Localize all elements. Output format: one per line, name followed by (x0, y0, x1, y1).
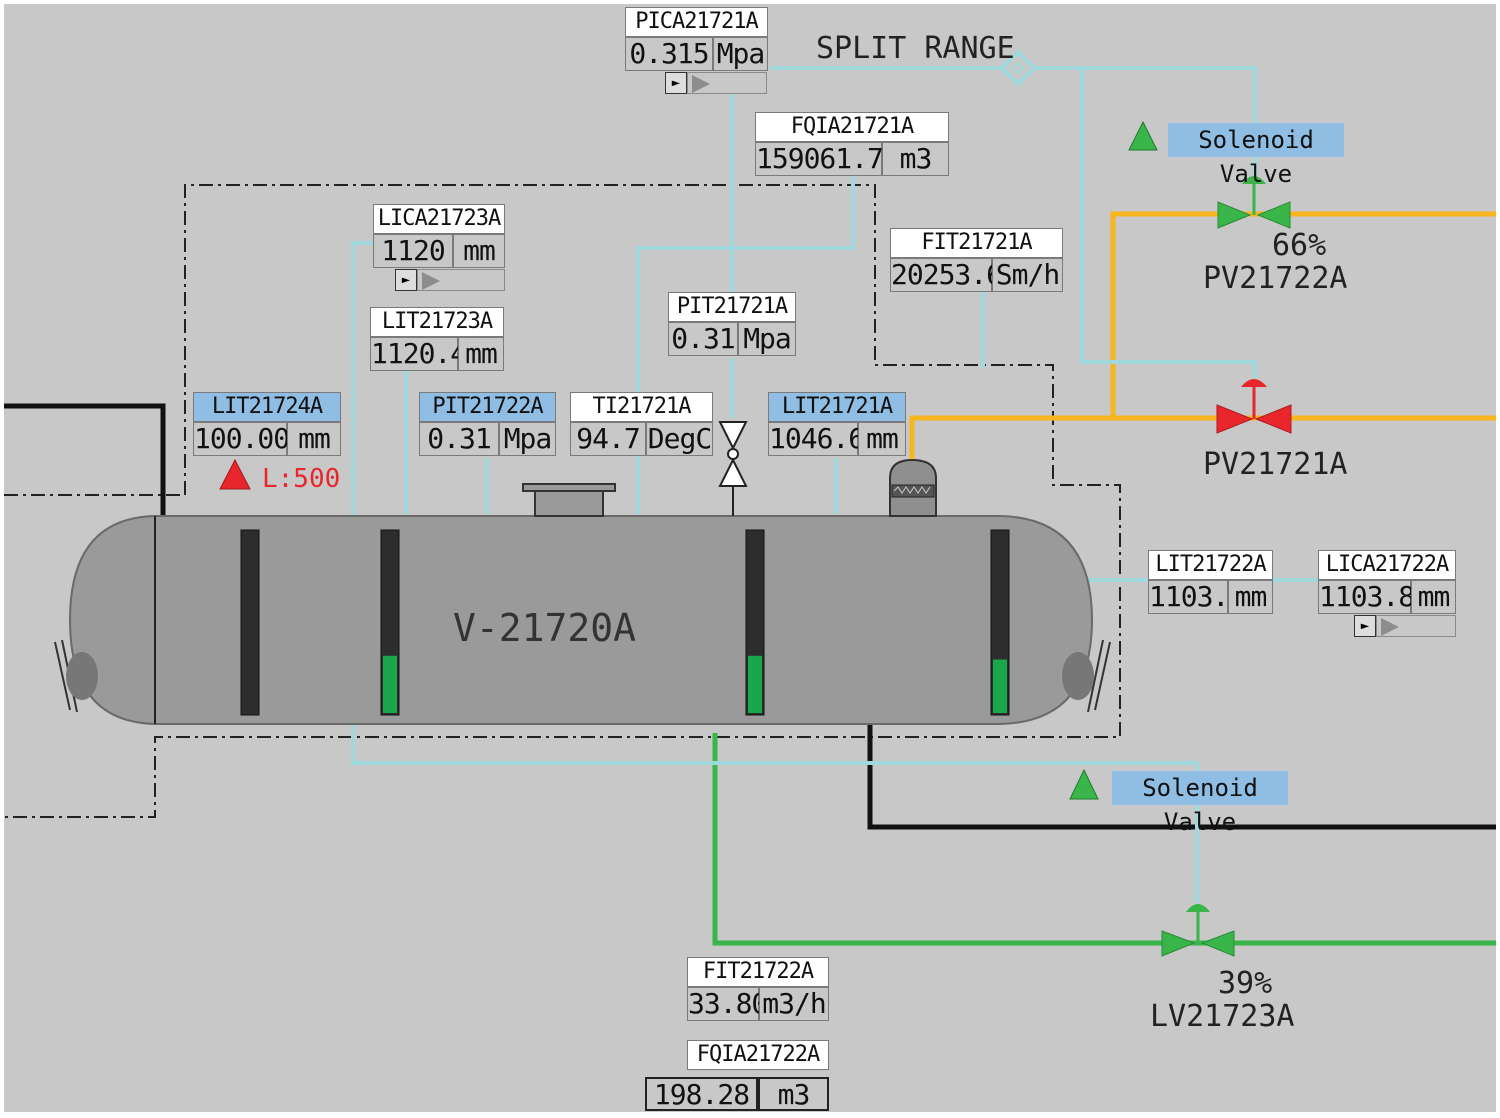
fqia21721a-tag[interactable]: FQIA21721A (755, 112, 949, 142)
level-gauge-fill (993, 659, 1007, 713)
lit21722a-value: 1103.9 (1148, 580, 1245, 614)
pv21721a-label: PV21721A (1203, 447, 1348, 482)
lica21723a-unit: mm (453, 234, 505, 268)
fqia21721a-value: 159061.75 (755, 142, 900, 176)
lica21723a-tag[interactable]: LICA21723A (373, 204, 505, 234)
lica21722a-tag[interactable]: LICA21722A (1318, 550, 1456, 580)
split-range-diamond-icon (999, 49, 1037, 87)
lit21724a-tag[interactable]: LIT21724A (193, 392, 341, 422)
fqia21722a-value: 198.28 (645, 1077, 758, 1111)
lit21722a-unit: mm (1228, 580, 1273, 614)
lit21721a-tag[interactable]: LIT21721A (768, 392, 906, 422)
fit21721a-tag[interactable]: FIT21721A (890, 228, 1063, 258)
warning-triangle-icon (1128, 120, 1158, 151)
pit21722a-value: 0.31 (419, 422, 499, 456)
vessel-label: V-21720A (453, 606, 637, 650)
lit21721a-value: 1046.66 (768, 422, 881, 456)
lit21723a-tag[interactable]: LIT21723A (370, 307, 504, 337)
mode-button[interactable]: ► (1354, 615, 1376, 637)
pica21721a-unit: Mpa (713, 37, 768, 71)
lica21723a-value: 1120 (373, 234, 453, 268)
fit21721a-value: 20253.6 (890, 258, 1003, 292)
lica21722a-unit: mm (1411, 580, 1456, 614)
fit21722a-unit: m3/h (759, 987, 829, 1021)
valve-pv21722a[interactable] (1217, 176, 1291, 229)
level-gauges (240, 529, 1010, 716)
valve-lv21723a[interactable] (1161, 904, 1235, 957)
inlet-pipe[interactable] (4, 403, 166, 518)
gas-line-lower[interactable] (909, 415, 1496, 460)
pit21721a-value: 0.31 (668, 322, 738, 356)
pica21721a-tag[interactable]: PICA21721A (625, 7, 768, 37)
pit21722a-tag[interactable]: PIT21722A (419, 392, 556, 422)
level-gauge-fill (383, 655, 397, 713)
pv21722a-label: PV21722A (1203, 261, 1348, 296)
lit21723a-unit: mm (458, 337, 504, 371)
mode-button[interactable]: ► (665, 72, 687, 94)
pit21721a-unit: Mpa (738, 322, 796, 356)
play-icon (692, 75, 710, 93)
vessel-v21720a[interactable] (54, 458, 1111, 725)
faceplate-bar[interactable] (687, 72, 767, 94)
containment-outline (4, 184, 1121, 818)
low-alarm-text: L:500 (262, 464, 341, 494)
level-gauge (240, 529, 260, 716)
liquid-outlet-line[interactable] (712, 733, 1496, 946)
fit21722a-tag[interactable]: FIT21722A (687, 957, 829, 987)
lit21722a-tag[interactable]: LIT21722A (1148, 550, 1273, 580)
lv21723a-opening: 39% (1218, 966, 1273, 1001)
valve-pv21721a[interactable] (1216, 379, 1292, 434)
drain-pipe[interactable] (867, 718, 1496, 830)
play-icon (422, 272, 440, 290)
safety-valve-icon[interactable] (718, 421, 748, 516)
ti21721a-value: 94.7 (570, 422, 646, 456)
lit21721a-unit: mm (858, 422, 906, 456)
fit21722a-value: 33.80 (687, 987, 768, 1021)
pit21722a-unit: Mpa (499, 422, 556, 456)
alarm-triangle-icon (219, 458, 251, 490)
ti21721a-unit: DegC (646, 422, 713, 456)
ti21721a-tag[interactable]: TI21721A (570, 392, 713, 422)
lv21723a-label: LV21723A (1150, 999, 1295, 1034)
pica21721a-value: 0.315 (625, 37, 713, 71)
fit21721a-unit: Sm/h (992, 258, 1063, 292)
lica21722a-value: 1103.87 (1318, 580, 1431, 614)
fqia21722a-unit: m3 (758, 1077, 829, 1111)
split-range-label: SPLIT RANGE (816, 31, 1015, 66)
lit21723a-value: 1120.4 (370, 337, 467, 371)
fqia21722a-tag[interactable]: FQIA21722A (687, 1040, 829, 1070)
warning-triangle-icon (1069, 768, 1099, 800)
lit21724a-value: 100.00 (193, 422, 290, 456)
pit21721a-tag[interactable]: PIT21721A (668, 292, 796, 322)
lit21724a-unit: mm (287, 422, 341, 456)
faceplate-bar[interactable] (417, 269, 505, 291)
fqia21721a-unit: m3 (882, 142, 949, 176)
pv21722a-opening: 66% (1272, 228, 1327, 263)
gas-line-upper[interactable] (1110, 211, 1496, 418)
mode-button[interactable]: ► (395, 269, 417, 291)
faceplate-bar[interactable] (1376, 615, 1456, 637)
play-icon (1381, 618, 1399, 636)
solenoid-valve-upper[interactable]: Solenoid Valve (1168, 123, 1344, 188)
solenoid-valve-lower[interactable]: Solenoid Valve (1112, 771, 1288, 836)
level-gauge-fill (748, 655, 762, 713)
